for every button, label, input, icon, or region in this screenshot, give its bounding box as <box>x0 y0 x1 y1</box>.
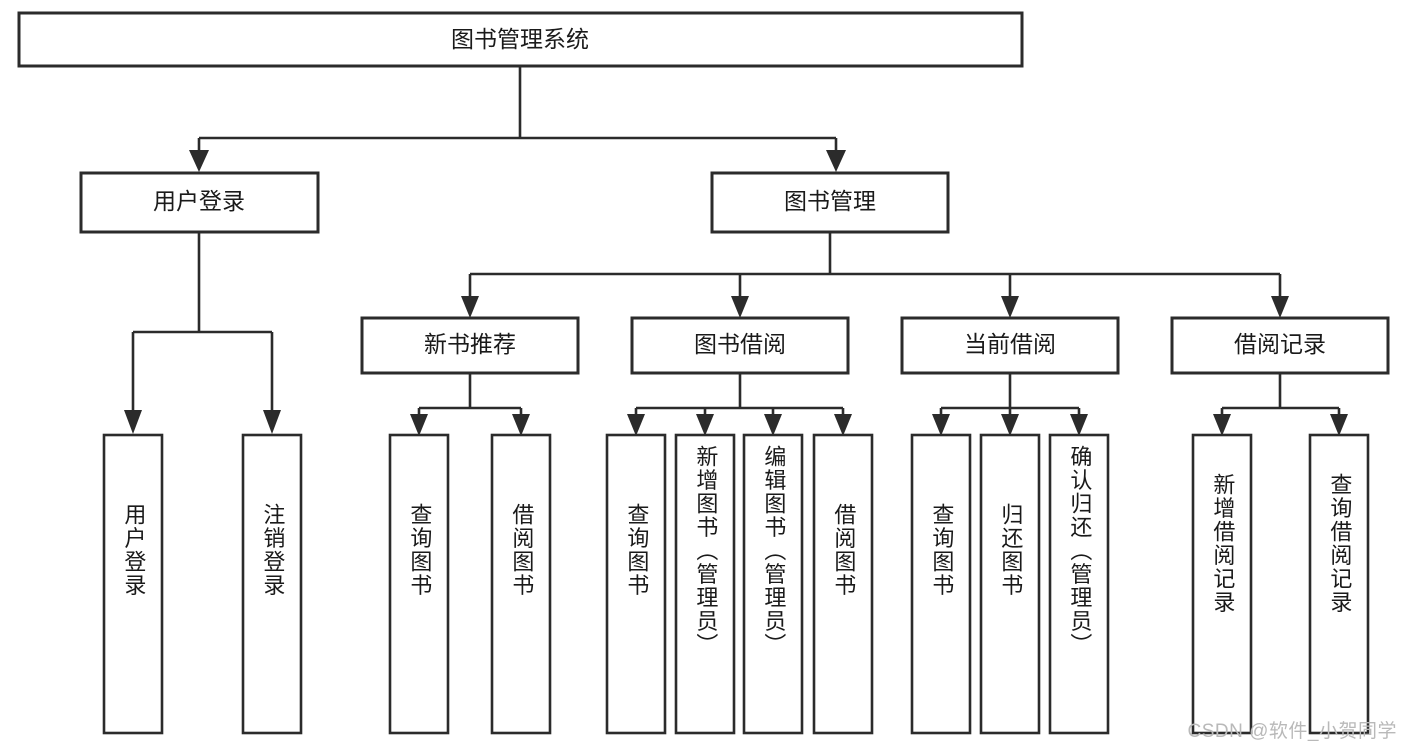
node-borrow-record-label: 借阅记录 <box>1234 331 1326 357</box>
node-leaf-query-book-3[interactable] <box>910 433 972 735</box>
node-leaf-edit-book[interactable] <box>742 433 804 735</box>
node-leaf-query-book-2[interactable] <box>605 433 667 735</box>
connector-borrowrecord-to-leaves <box>1213 373 1348 436</box>
node-new-book-recommend-label: 新书推荐 <box>424 331 516 357</box>
node-book-borrow[interactable]: 图书借阅 <box>630 316 850 375</box>
connector-newbook-to-leaves <box>410 373 530 436</box>
node-leaf-logout-login[interactable] <box>241 433 303 735</box>
node-user-login[interactable]: 用户登录 <box>79 171 320 234</box>
node-leaf-borrow-book-1[interactable] <box>490 433 552 735</box>
node-leaf-confirm-return[interactable] <box>1048 433 1110 735</box>
node-leaf-return-book[interactable] <box>979 433 1041 735</box>
node-borrow-record[interactable]: 借阅记录 <box>1170 316 1390 375</box>
connector-root-to-level2 <box>189 66 846 172</box>
node-root-label: 图书管理系统 <box>451 26 589 52</box>
connector-userlogin-to-leaves <box>124 232 281 434</box>
node-current-borrow[interactable]: 当前借阅 <box>900 316 1120 375</box>
node-leaf-borrow-book-2[interactable] <box>812 433 874 735</box>
node-leaf-query-book-1[interactable] <box>388 433 450 735</box>
node-root[interactable]: 图书管理系统 <box>17 11 1024 68</box>
node-leaf-query-record[interactable] <box>1308 433 1370 735</box>
connector-currentborrow-to-leaves <box>932 373 1088 436</box>
node-current-borrow-label: 当前借阅 <box>964 331 1056 357</box>
node-leaf-add-book[interactable] <box>674 433 736 735</box>
node-book-management-label: 图书管理 <box>784 188 876 214</box>
node-user-login-label: 用户登录 <box>153 188 245 214</box>
node-book-management[interactable]: 图书管理 <box>710 171 950 234</box>
connector-bookborrow-to-leaves <box>627 373 852 436</box>
node-new-book-recommend[interactable]: 新书推荐 <box>360 316 580 375</box>
node-book-borrow-label: 图书借阅 <box>694 331 786 357</box>
connector-bookmgmt-to-level3 <box>461 232 1289 318</box>
node-leaf-user-login[interactable] <box>102 433 164 735</box>
node-leaf-add-record[interactable] <box>1191 433 1253 735</box>
csdn-watermark: CSDN @软件_小贺同学 <box>1187 721 1397 742</box>
